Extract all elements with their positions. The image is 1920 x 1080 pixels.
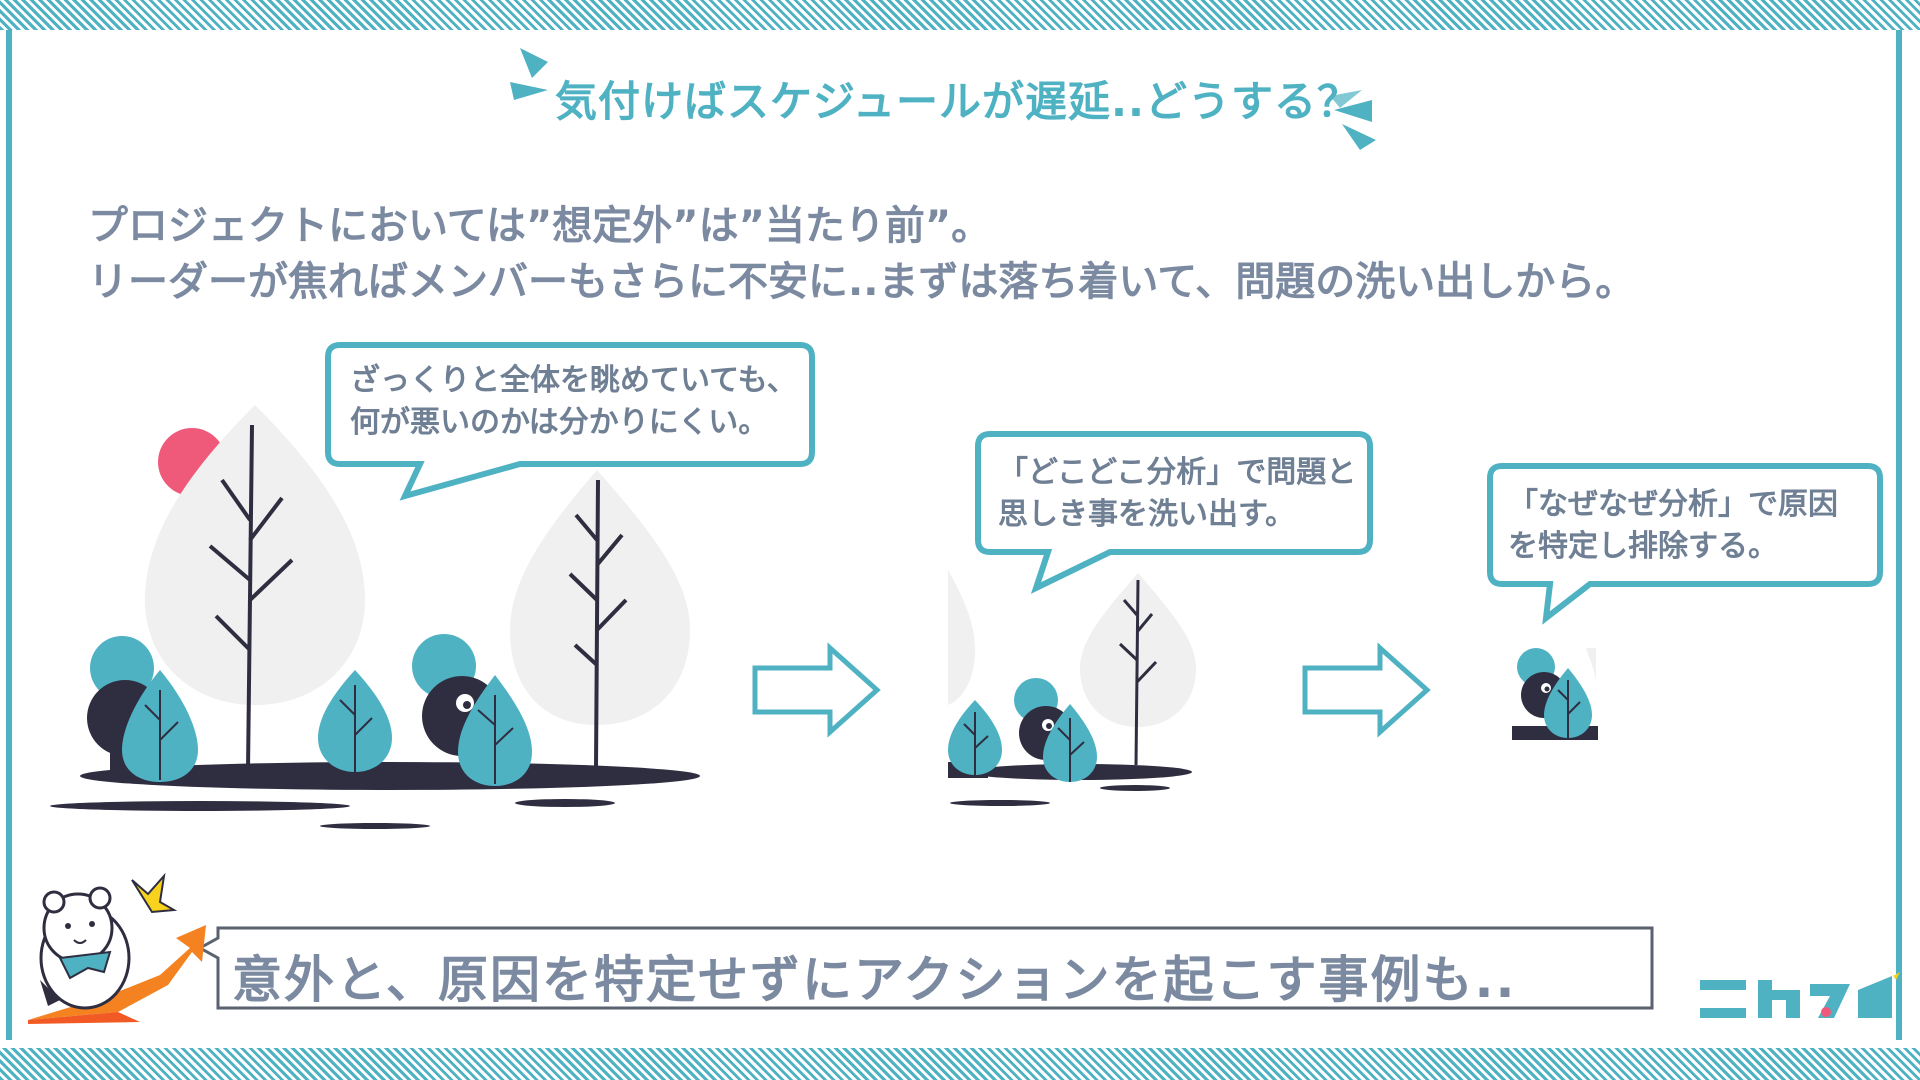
slide-title: 気付けばスケジュールが遅延..どうする？ <box>555 77 1360 126</box>
bottom-banner-box <box>196 926 1654 1010</box>
arrow-right-icon-2 <box>1302 642 1431 738</box>
mascot-icon <box>28 872 206 1024</box>
speech-bubble-3 <box>1487 463 1883 625</box>
ground <box>80 762 700 790</box>
bubble-3-line-1: 「なぜなぜ分析」で原因 <box>1508 487 1838 522</box>
bubble-2-text: 「どこどこ分析」で問題と 思しき事を洗い出す。 <box>998 452 1356 536</box>
bubble-3-line-2: を特定し排除する。 <box>1508 529 1778 564</box>
speech-bubble-1 <box>325 342 815 501</box>
bubble-1-line-1: ざっくりと全体を眺めていても、 <box>350 363 797 398</box>
bottom-message: 意外と、原因を特定せずにアクションを起こす事例も.. <box>232 951 1517 1009</box>
bottom-stripe-border <box>0 1048 1920 1080</box>
speech-bubble-2 <box>975 431 1373 594</box>
intro-text: プロジェクトにおいては”想定外”は”当たり前”。 リーダーが焦ればメンバーもさら… <box>88 198 1635 310</box>
sparkle-icon <box>131 872 178 914</box>
intro-line-1: プロジェクトにおいては”想定外”は”当たり前”。 <box>88 203 992 249</box>
slide-frame <box>6 30 1902 1040</box>
scene-zoom-1 <box>948 570 1208 806</box>
intro-line-2: リーダーが焦ればメンバーもさらに不安に..まずは落ち着いて、問題の洗い出しから。 <box>88 259 1636 305</box>
bubble-1-line-2: 何が悪いのかは分かりにくい。 <box>350 405 769 440</box>
bubble-1-text: ざっくりと全体を眺めていても、 何が悪いのかは分かりにくい。 <box>350 360 797 444</box>
right-tree-canopy <box>510 470 690 725</box>
bubble-3-text: 「なぜなぜ分析」で原因 を特定し排除する。 <box>1508 484 1838 568</box>
top-stripe-border <box>0 0 1920 30</box>
scene-zoom-2 <box>1512 648 1598 740</box>
arrow-right-icon <box>752 642 881 738</box>
bubble-2-line-2: 思しき事を洗い出す。 <box>998 497 1295 532</box>
scene-full-view <box>50 405 700 829</box>
logo-icon <box>1700 968 1900 1018</box>
bubble-2-line-1: 「どこどこ分析」で問題と <box>998 455 1357 490</box>
big-tree-canopy <box>145 405 365 705</box>
